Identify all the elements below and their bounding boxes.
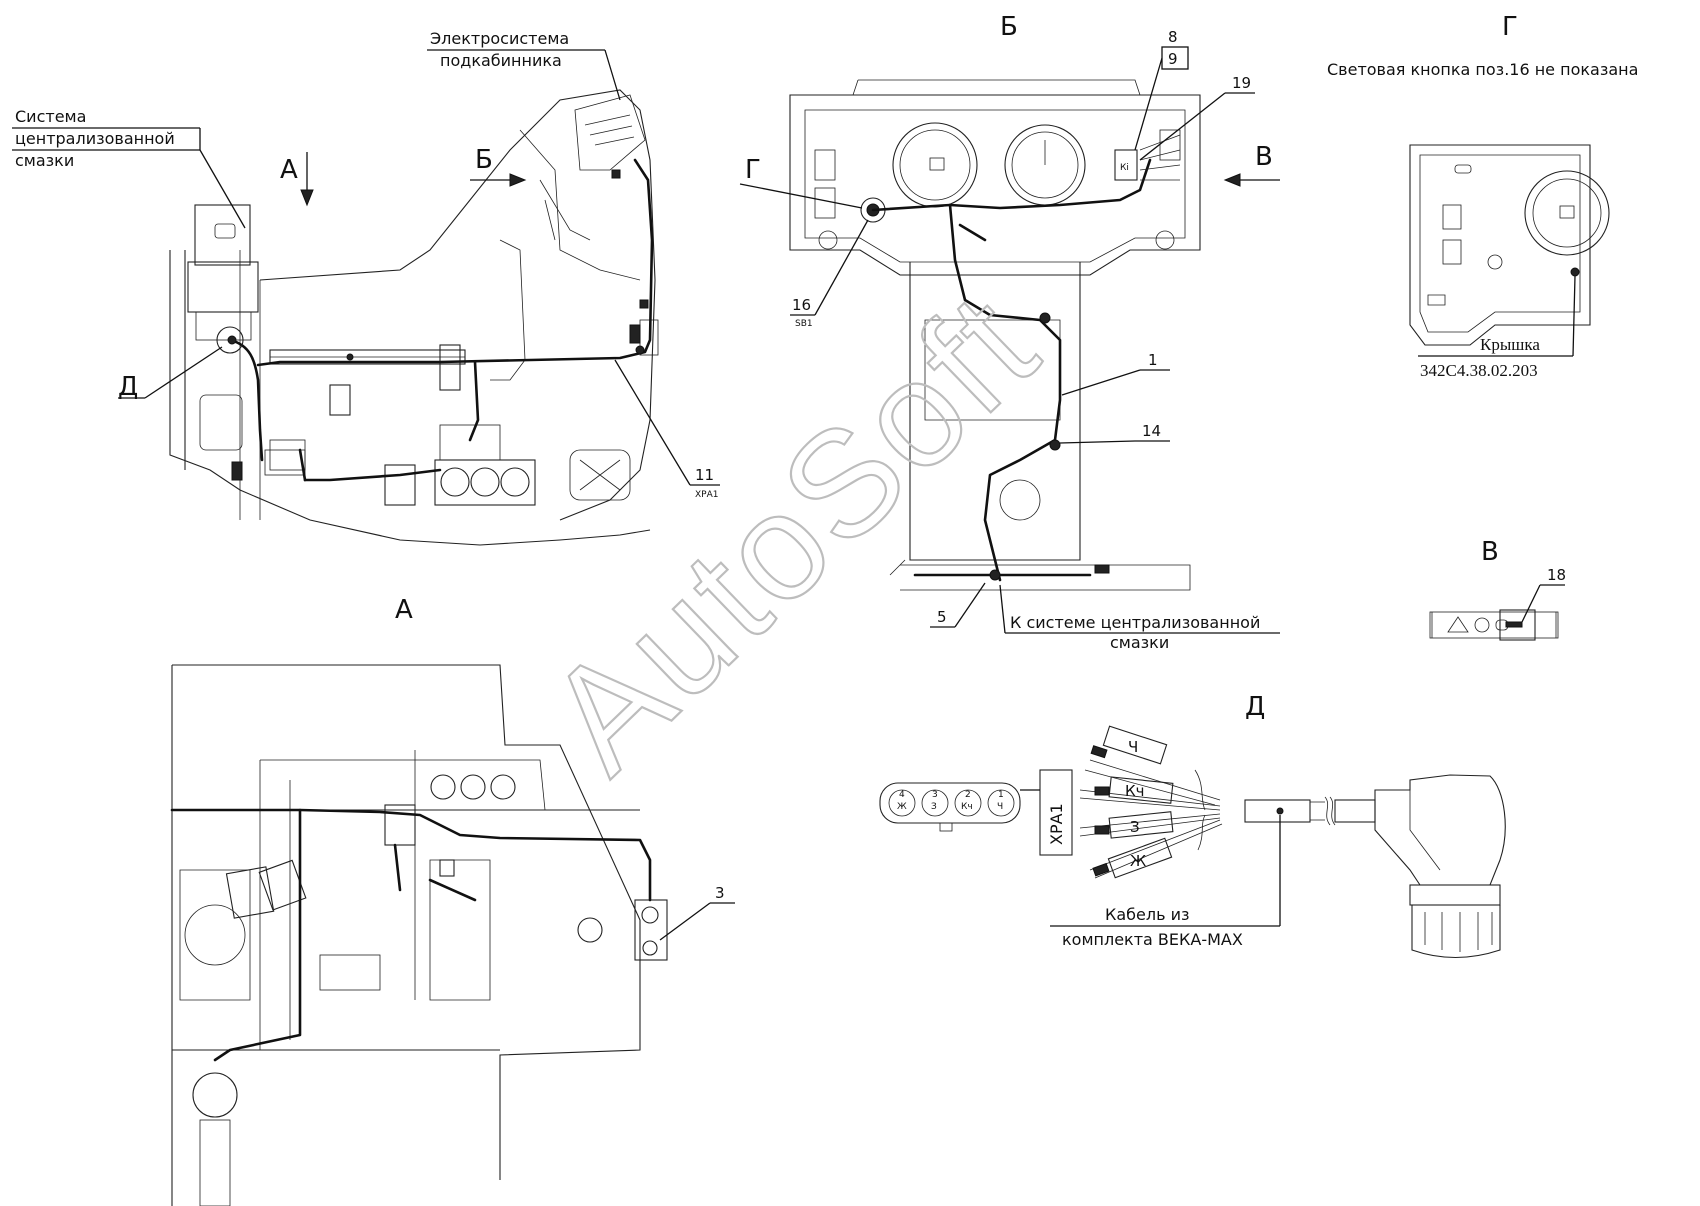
lube-label-line1: Система xyxy=(15,107,86,126)
wire-bundle: Ч Кч З Ж xyxy=(1079,725,1223,879)
callout-5: 5 xyxy=(937,608,947,626)
view-g-title: Г xyxy=(1502,12,1518,42)
callout-9: 9 xyxy=(1168,50,1178,68)
view-a: А 3 xyxy=(170,595,735,1206)
arrow-v-label: В xyxy=(1255,142,1273,172)
watermark: AutoSoft xyxy=(516,260,1070,803)
view-a-title: А xyxy=(395,595,413,625)
wire-label-1: Ч xyxy=(1128,738,1138,756)
pin-4-letter: Ж xyxy=(897,802,907,812)
view-v-title: В xyxy=(1481,537,1499,567)
wire-label-2: Кч xyxy=(1125,782,1145,800)
cover-number: 342С4.38.02.203 xyxy=(1420,361,1538,380)
connector-pins: 4 Ж 3 З 2 Кч 1 Ч xyxy=(888,789,1015,817)
view-b: Б Кі xyxy=(739,12,1280,652)
to-lube-label-line2: смазки xyxy=(1110,633,1169,652)
callout-18: 18 xyxy=(1547,566,1566,584)
pin-1-num: 1 xyxy=(998,790,1004,800)
callout-1: 1 xyxy=(1148,351,1158,369)
svg-text:Кі: Кі xyxy=(1120,163,1129,173)
cable-label-line2: комплекта ВЕКА-МАХ xyxy=(1062,930,1243,949)
to-lube-label-line1: К системе централизованной xyxy=(1010,613,1260,632)
pin-4-num: 4 xyxy=(899,790,905,800)
view-v: В 18 xyxy=(1429,537,1566,641)
connector-label: ХРА1 xyxy=(1047,803,1066,845)
callout-3: 3 xyxy=(715,884,725,902)
view-g: Г Световая кнопка поз.16 не показана Кры… xyxy=(1327,12,1638,380)
main-side-view: А Б Система централизованной смазки Элек… xyxy=(12,29,720,546)
cab-electric-label-line1: Электросистема xyxy=(430,29,569,48)
wire-label-3: З xyxy=(1130,818,1140,836)
cable-label-line1: Кабель из xyxy=(1105,905,1190,924)
arrow-g-label: Г xyxy=(745,155,761,185)
lube-label-line3: смазки xyxy=(15,151,74,170)
callout-8: 8 xyxy=(1168,28,1178,46)
callout-19: 19 xyxy=(1232,74,1251,92)
wire-label-4: Ж xyxy=(1130,852,1146,870)
cover-label: Крышка xyxy=(1480,335,1540,354)
callout-11-sub: ХРА1 xyxy=(695,490,718,500)
callout-11: 11 xyxy=(695,466,714,484)
lube-label-line2: централизованной xyxy=(15,129,175,148)
pin-3-letter: З xyxy=(931,802,937,812)
view-b-title: Б xyxy=(1000,12,1018,42)
callout-16-sub: SB1 xyxy=(795,319,813,329)
arrow-b-label: Б xyxy=(475,145,493,175)
cab-electric-label-line2: подкабинника xyxy=(440,51,562,70)
callout-16: 16 xyxy=(792,296,811,314)
pin-2-letter: Кч xyxy=(961,802,973,812)
callout-14: 14 xyxy=(1142,422,1161,440)
pin-1-letter: Ч xyxy=(997,802,1003,812)
arrow-a-label: А xyxy=(280,155,298,185)
pin-3-num: 3 xyxy=(932,790,938,800)
callout-d-label: Д xyxy=(118,372,138,402)
view-d: Д 4 Ж 3 З 2 Кч 1 Ч ХРА1 Ч xyxy=(879,692,1506,959)
view-d-title: Д xyxy=(1245,692,1265,722)
pin-2-num: 2 xyxy=(965,790,971,800)
view-g-note: Световая кнопка поз.16 не показана xyxy=(1327,60,1638,79)
